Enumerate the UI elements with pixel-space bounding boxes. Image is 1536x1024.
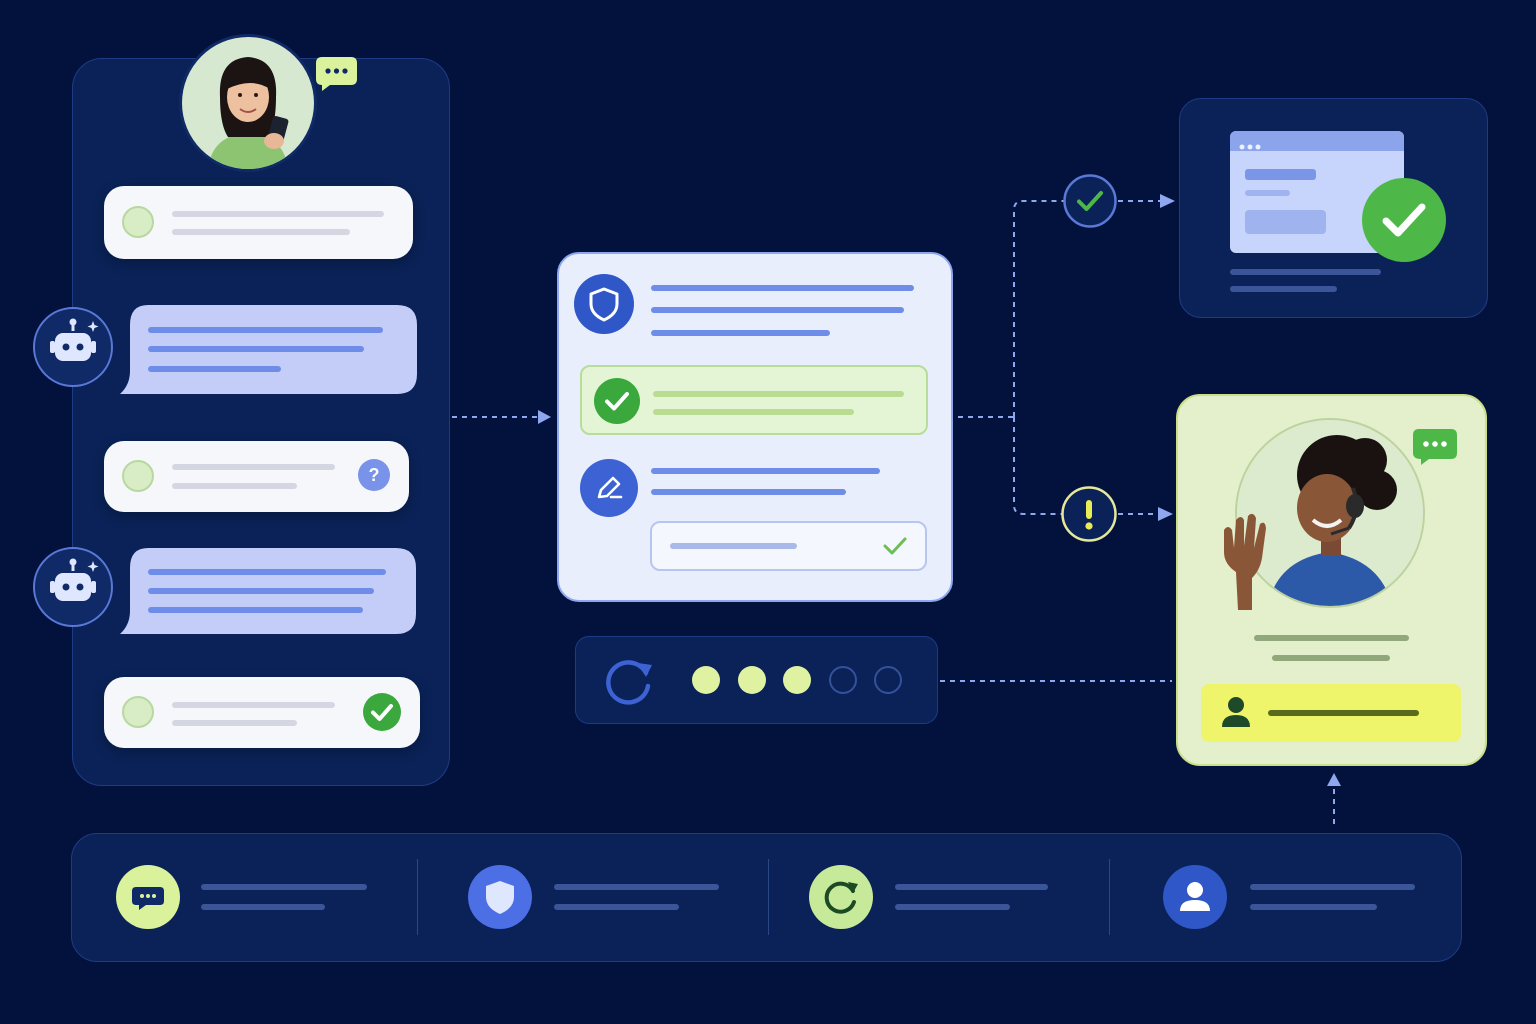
text-placeholder-line (201, 884, 367, 890)
shield-icon (574, 274, 634, 334)
text-placeholder-line (201, 904, 325, 910)
text-placeholder-line (172, 211, 384, 217)
text-placeholder-line (651, 307, 904, 313)
check-circle-icon (1362, 178, 1446, 262)
refresh-icon (604, 655, 656, 705)
check-circle-icon (594, 378, 640, 424)
message-status-dot (122, 696, 154, 728)
text-placeholder-line (670, 543, 797, 549)
text-placeholder-line (172, 483, 297, 489)
legend-chat-icon (116, 865, 180, 929)
exclamation-icon (1061, 486, 1117, 542)
window-block (1245, 210, 1326, 234)
text-placeholder-line (148, 327, 383, 333)
text-placeholder-line (148, 366, 281, 372)
arrowhead-agent (1158, 507, 1173, 521)
waving-hand (1220, 512, 1270, 610)
svg-text:?: ? (369, 465, 380, 485)
text-placeholder-line (1268, 710, 1419, 716)
text-placeholder-line (1230, 269, 1381, 275)
bot-avatar (33, 307, 113, 387)
check-icon (882, 535, 908, 557)
text-placeholder-line (1250, 904, 1377, 910)
progress-step-complete (692, 666, 720, 694)
branch-up-line (1013, 200, 1064, 417)
legend-refresh-icon (809, 865, 873, 929)
arrowhead-agent-up (1327, 773, 1341, 786)
text-placeholder-line (1230, 286, 1337, 292)
text-placeholder-line (895, 904, 1010, 910)
check-circle-icon (363, 693, 401, 731)
window-heading-bar (1245, 169, 1316, 180)
chat-bubble-icon (1413, 429, 1457, 465)
arrowhead-resolved (1160, 194, 1175, 208)
legend-user-icon (1163, 865, 1227, 929)
question-icon: ? (358, 459, 390, 491)
progress-step-pending (874, 666, 902, 694)
text-placeholder-line (651, 330, 830, 336)
text-placeholder-line (148, 607, 363, 613)
legend-shield-icon (468, 865, 532, 929)
text-placeholder-line (148, 588, 374, 594)
text-placeholder-line (651, 468, 880, 474)
text-placeholder-line (651, 285, 914, 291)
legend-divider (768, 859, 769, 935)
pencil-icon (580, 459, 638, 517)
text-placeholder-line (554, 884, 719, 890)
window-dots (1238, 138, 1268, 150)
text-placeholder-line (895, 884, 1048, 890)
arrowhead-verify (538, 410, 551, 424)
branch-down-line (1013, 417, 1062, 515)
progress-step-pending (828, 666, 857, 694)
text-placeholder-line (653, 409, 854, 415)
check-circle-icon (1063, 174, 1117, 228)
user-icon (1221, 696, 1251, 728)
customer-message (104, 186, 413, 259)
text-placeholder-line (653, 391, 904, 397)
text-placeholder-line (172, 702, 335, 708)
customer-avatar (179, 34, 317, 172)
legend-bar (71, 833, 1462, 962)
legend-divider (1109, 859, 1110, 935)
chat-bubble-icon (316, 57, 357, 91)
message-status-dot (122, 206, 154, 238)
text-placeholder-line (1250, 884, 1415, 890)
bot-avatar (33, 547, 113, 627)
text-placeholder-line (651, 489, 846, 495)
legend-divider (417, 859, 418, 935)
window-text-bar (1245, 190, 1290, 196)
text-placeholder-line (172, 464, 335, 470)
text-placeholder-line (172, 720, 297, 726)
text-placeholder-line (148, 346, 364, 352)
progress-steps (692, 666, 922, 694)
text-placeholder-line (148, 569, 386, 575)
message-status-dot (122, 460, 154, 492)
chat-panel (72, 58, 450, 786)
text-placeholder-line (1272, 655, 1390, 661)
progress-step-complete (783, 666, 811, 694)
text-placeholder-line (172, 229, 350, 235)
agent-avatar (1235, 418, 1425, 608)
text-placeholder-line (1254, 635, 1409, 641)
text-placeholder-line (554, 904, 679, 910)
progress-step-complete (737, 666, 766, 694)
